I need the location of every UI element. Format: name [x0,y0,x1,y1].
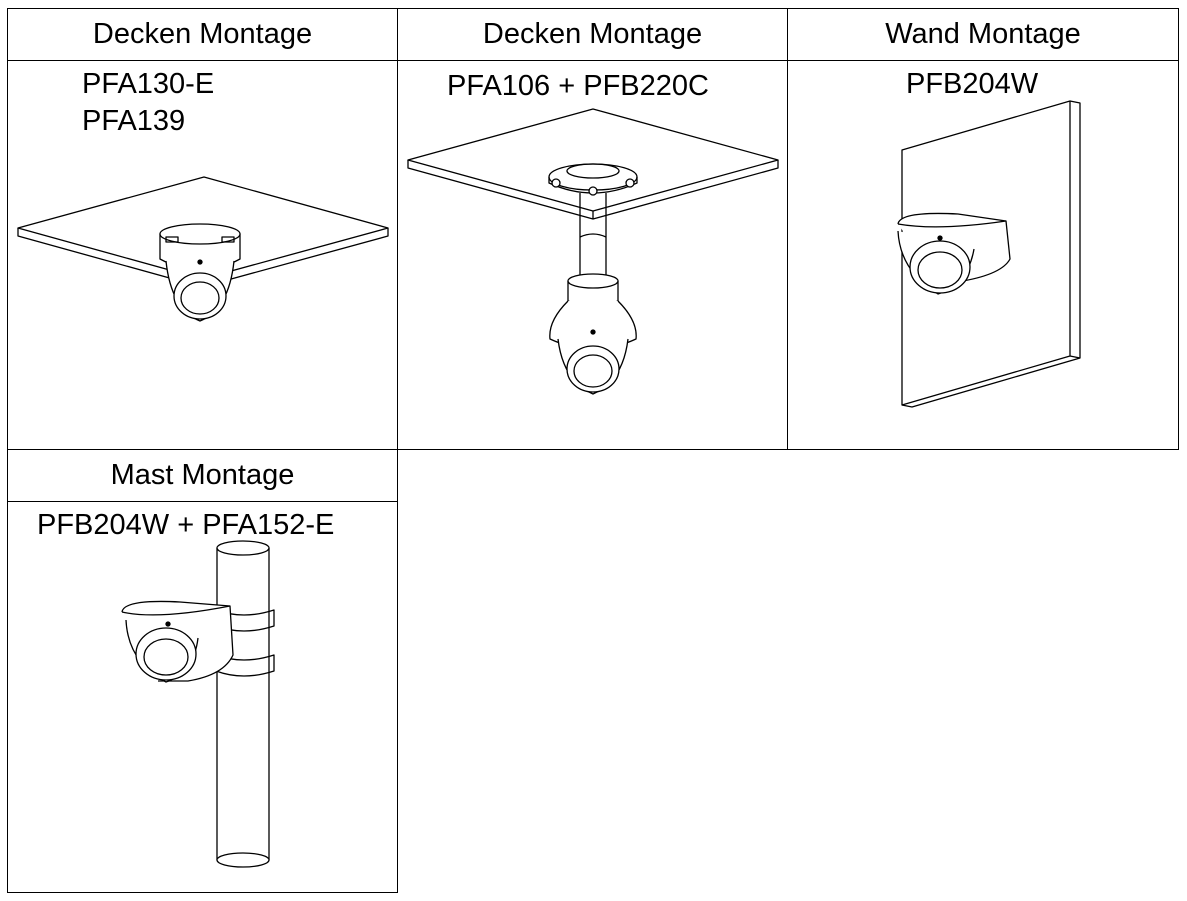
cell-header: Mast Montage [8,450,397,502]
wall-mount-cell: Wand Montage PFB204W [787,8,1179,450]
model-label: PFA130-E [82,68,215,100]
pole-mount-illustration [8,450,399,894]
ceiling-mount-cell: Decken Montage PFA130-E PFA139 [7,8,398,450]
pendant-mount-illustration [398,9,789,451]
model-label: PFB204W [906,68,1039,100]
model-label: PFA139 [82,105,186,137]
wall-mount-illustration [788,9,1180,451]
cell-header: Decken Montage [398,9,787,61]
cell-header: Wand Montage [788,9,1178,61]
pole-mount-cell: Mast Montage PFB204W + PFA152-E [7,449,398,893]
pendant-mount-cell: Decken Montage PFA106 + PFB220C [397,8,788,450]
model-label: PFB204W + PFA152-E [37,509,335,541]
ceiling-mount-illustration [8,9,399,451]
model-label: PFA106 + PFB220C [447,70,709,102]
cell-header: Decken Montage [8,9,397,61]
